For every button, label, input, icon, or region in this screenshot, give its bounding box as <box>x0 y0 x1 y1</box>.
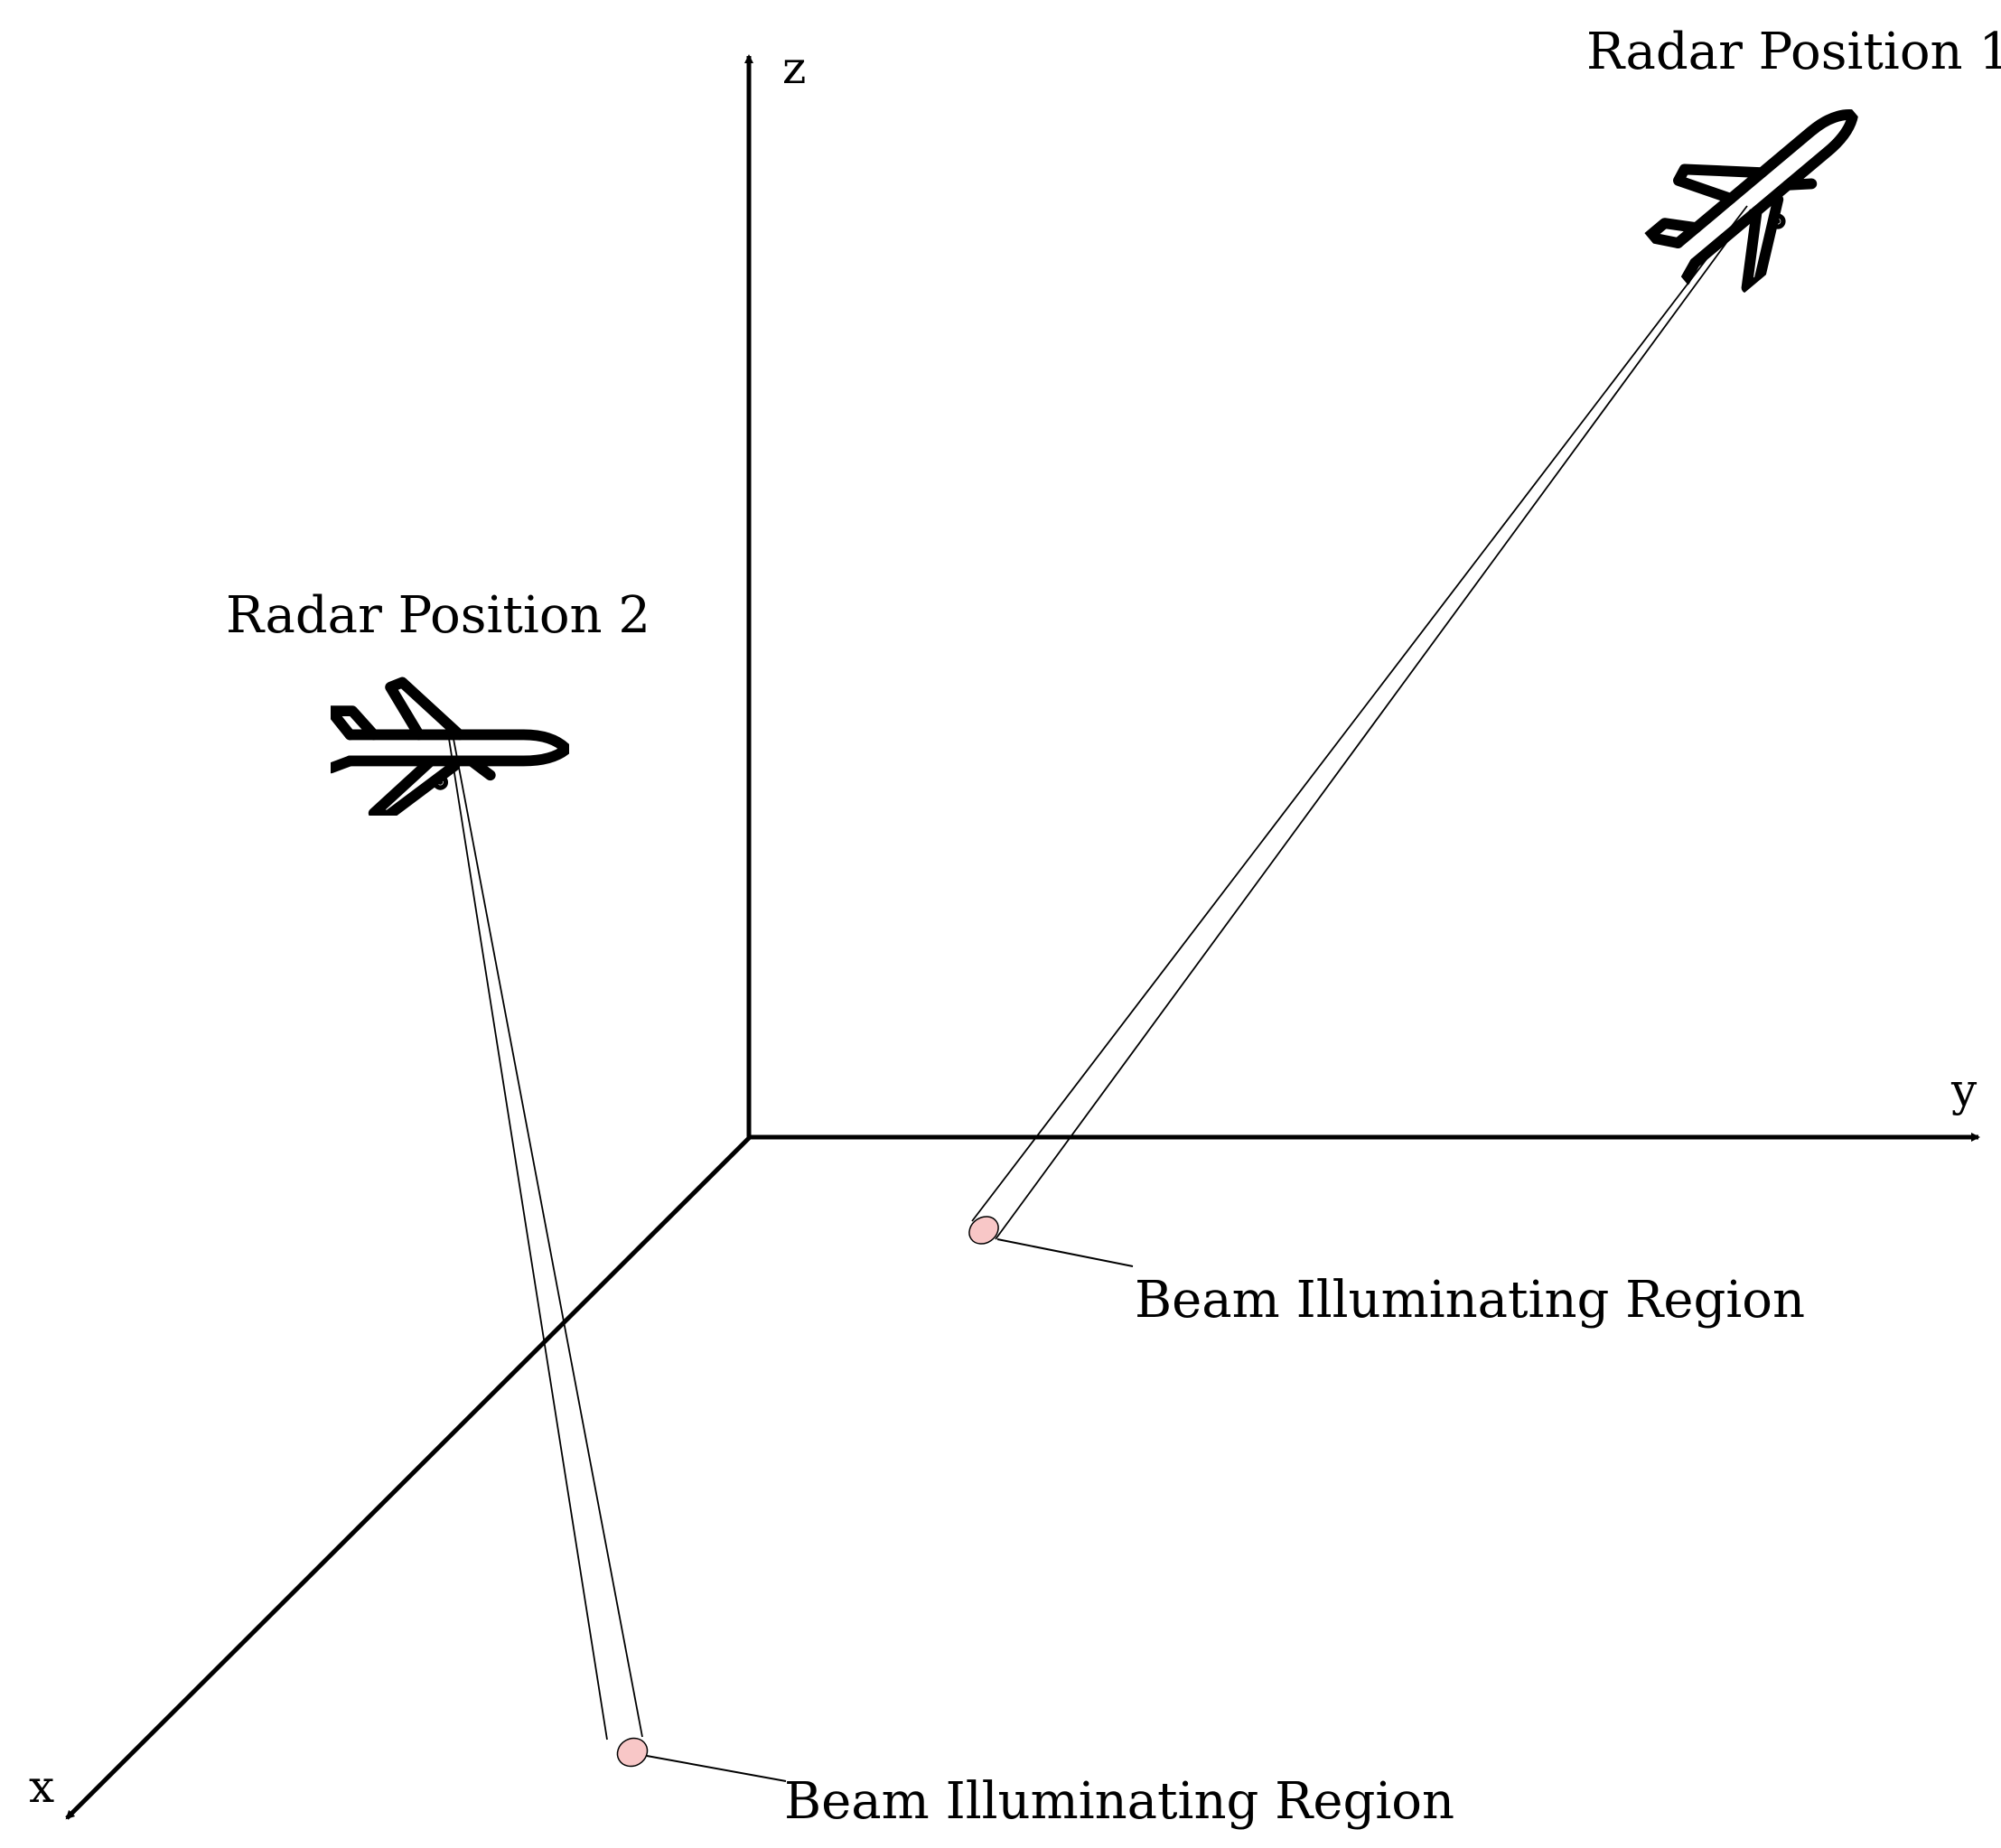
beam-illuminating-region-2 <box>616 1737 649 1768</box>
beam-cone-1 <box>971 205 1752 1240</box>
beam-illuminating-region-1 <box>968 1216 999 1245</box>
airplane-icon <box>1630 64 1895 318</box>
beam-cone-2 <box>448 738 643 1741</box>
beam-region-label-2: Beam Illuminating Region <box>784 1772 1454 1831</box>
airplane-icon <box>331 683 566 816</box>
radar-position-1-label: Radar Position 1 <box>1586 23 2001 81</box>
coordinate-axes <box>65 54 1980 1820</box>
beam-region-leader-1 <box>996 1238 1134 1267</box>
y-axis-label: y <box>1950 1064 1978 1116</box>
x-axis-label: x <box>29 1760 54 1813</box>
x-axis <box>65 1134 753 1820</box>
radar-position-2-label: Radar Position 2 <box>226 586 650 645</box>
beam-region-label-1: Beam Illuminating Region <box>1135 1271 1805 1330</box>
z-axis-label: z <box>782 42 806 94</box>
beam-region-leader-2 <box>646 1755 787 1782</box>
